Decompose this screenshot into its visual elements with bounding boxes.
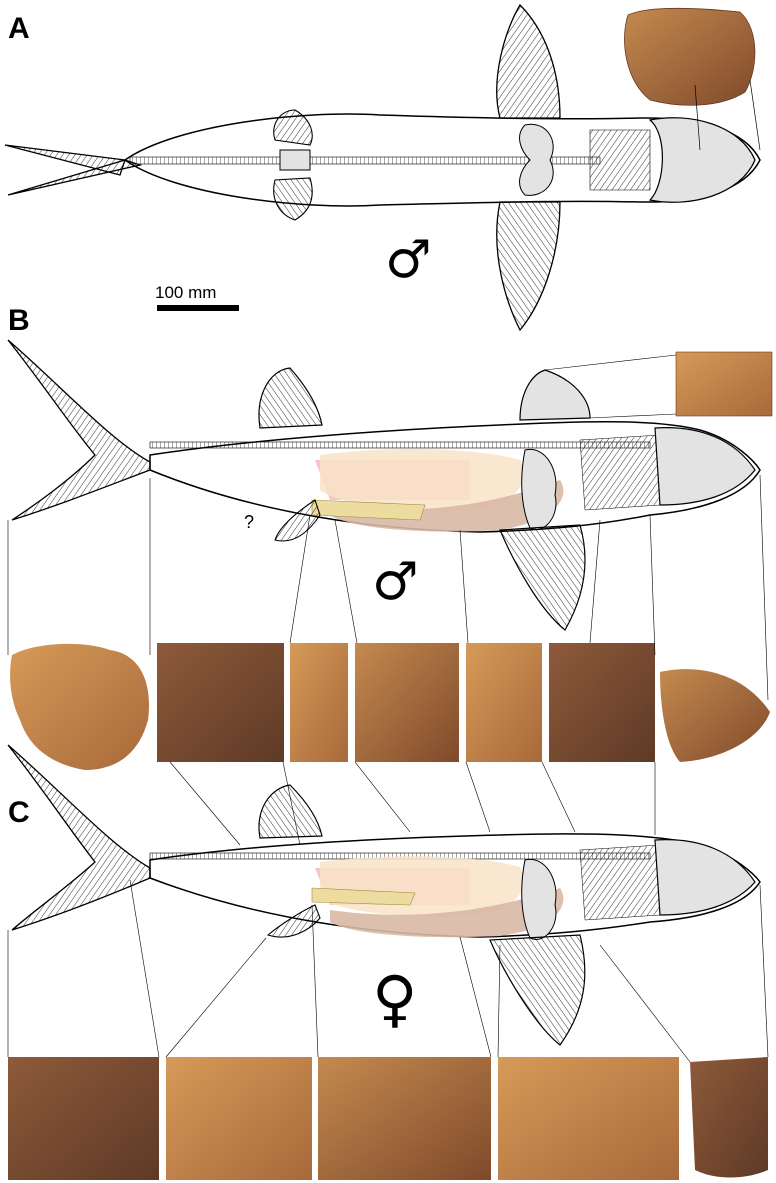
specimen-photo [10, 643, 150, 770]
panel-label-c: C [8, 796, 30, 829]
panel-c-shark-lateral [7, 744, 761, 1046]
panel-b-branchial-arches [579, 434, 661, 511]
panel-a-pelvic-fin-upper [273, 109, 313, 146]
panel-a-pectoral-girdle [519, 123, 554, 196]
specimen-photo [290, 643, 348, 762]
panel-b-inset-photo [675, 351, 773, 417]
specimen-photo [166, 1057, 312, 1180]
specimen-photo [8, 1057, 159, 1180]
panel-c-pectoral-girdle [521, 858, 557, 940]
panel-c-branchial-arches [579, 844, 661, 921]
scale-bar [157, 305, 239, 311]
specimen-photo [466, 643, 542, 762]
panel-c-dorsal-fin-1 [258, 784, 323, 839]
panel-a-neurocranium [648, 117, 756, 203]
specimen-photo-row-1 [10, 643, 770, 770]
specimen-photo [318, 1057, 491, 1180]
panel-a-pectoral-fin-upper [496, 3, 561, 119]
panel-b-pectoral-fin [499, 524, 586, 631]
panel-b-vertebral-column [149, 441, 651, 449]
panel-a-branchial-arches [589, 129, 651, 191]
panel-a-leader-line [749, 79, 761, 151]
male-symbol-a: ♂ [385, 230, 432, 290]
panel-c-pelvic-fin [266, 904, 321, 938]
panel-a-specimen-photo [624, 7, 756, 106]
specimen-photo-row-2 [8, 1057, 768, 1180]
specimen-photo [690, 1057, 768, 1178]
female-symbol-c: ♀ [372, 962, 418, 1035]
panel-label-b: B [8, 304, 30, 337]
panel-label-a: A [8, 12, 30, 45]
panel-a-shark-dorsal [4, 3, 761, 332]
panel-b-stomach [320, 448, 524, 512]
panel-b-leader-line [544, 354, 677, 371]
specimen-photo [549, 643, 655, 762]
uncertain-question-mark: ? [244, 512, 255, 532]
panel-b-leader-line [589, 413, 677, 419]
panel-c-intestine [330, 888, 564, 938]
panel-b-caudal-fin [7, 339, 151, 521]
panel-b-pelvic-fin [274, 499, 321, 542]
panel-b-dorsal-spine [519, 369, 591, 421]
leader-lines [7, 474, 769, 1063]
specimen-photo [355, 643, 459, 762]
male-symbol-b: ♂ [372, 552, 419, 612]
panel-a-pelvic-fin-lower [273, 177, 313, 221]
panel-a-caudal-fin [4, 144, 143, 196]
panel-a-pectoral-fin-lower [496, 201, 561, 332]
scale-bar-label: 100 mm [155, 283, 217, 302]
panel-c-neurocranium [654, 839, 756, 916]
panel-b-neurocranium [654, 427, 756, 506]
panel-b-dorsal-fin-1 [258, 367, 323, 429]
specimen-photo [660, 669, 770, 762]
panel-b-shark-lateral [7, 339, 773, 631]
panel-c-caudal-fin [7, 744, 151, 931]
panel-c-pectoral-fin [489, 934, 586, 1046]
specimen-photo [498, 1057, 679, 1180]
specimen-photo [157, 643, 284, 762]
panel-a-pelvic-girdle [279, 149, 311, 171]
panel-c-egg-capsule [311, 887, 416, 906]
panel-a-leader-line [694, 84, 701, 151]
panel-b-pectoral-girdle [521, 448, 557, 530]
